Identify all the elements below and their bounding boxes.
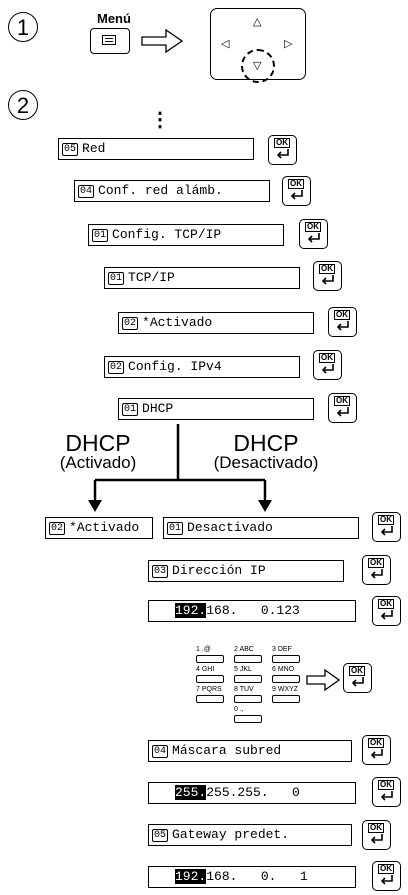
ok-button[interactable]: OK: [282, 176, 311, 206]
hollow-right-arrow-icon: [306, 668, 341, 692]
subnet-mask-field: 255.255.255. 0: [148, 782, 356, 804]
step-1-number: 1: [8, 12, 38, 42]
ok-button[interactable]: OK: [372, 861, 401, 891]
menu-button[interactable]: [90, 28, 130, 54]
ok-button[interactable]: OK: [362, 820, 391, 850]
ip-octet-cursor: 192.: [175, 603, 207, 618]
ok-button[interactable]: OK: [343, 663, 372, 693]
down-arrow-highlight: [241, 49, 275, 83]
gateway-octet-cursor: 192.: [175, 869, 207, 884]
ok-button[interactable]: OK: [313, 261, 342, 291]
ellipsis: ⋮: [150, 109, 170, 131]
ok-button[interactable]: OK: [362, 555, 391, 585]
branch-label-activado: DHCP (Activado): [59, 430, 137, 472]
branch-label-desactivado: DHCP (Desactivado): [213, 430, 319, 472]
right-arrow-icon[interactable]: ▷: [284, 38, 293, 50]
ok-button[interactable]: OK: [372, 512, 401, 542]
navigation-pad: △ ◁ ▷ ▽: [210, 8, 306, 83]
ok-button[interactable]: OK: [328, 307, 357, 337]
ok-button[interactable]: OK: [268, 135, 297, 165]
gateway-field: 192.168. 0. 1: [148, 866, 356, 888]
ok-button[interactable]: OK: [328, 393, 357, 423]
numeric-keypad: 1 .@ 2 ABC 3 DEF 4 GHI 5 JKL 6 MNO 7 PQR…: [196, 646, 306, 736]
result-activado: 02*Activado: [45, 517, 153, 539]
menu-label: Menú: [97, 11, 131, 26]
hollow-right-arrow-icon: [141, 28, 184, 54]
up-arrow-icon[interactable]: △: [253, 16, 262, 28]
ip-address-field: 192.168. 0.123: [148, 600, 356, 622]
list-icon: [102, 35, 116, 45]
ok-button[interactable]: OK: [362, 735, 391, 765]
left-arrow-icon[interactable]: ◁: [221, 38, 230, 50]
ok-button[interactable]: OK: [372, 777, 401, 807]
ok-button[interactable]: OK: [313, 350, 342, 380]
ok-button[interactable]: OK: [372, 596, 401, 626]
ok-button[interactable]: OK: [299, 219, 328, 249]
subnet-octet-cursor: 255.: [175, 785, 207, 800]
step-2-number: 2: [8, 90, 38, 120]
menu-row-activado: 02*Activado: [118, 312, 314, 334]
branch-connector: [88, 424, 272, 512]
